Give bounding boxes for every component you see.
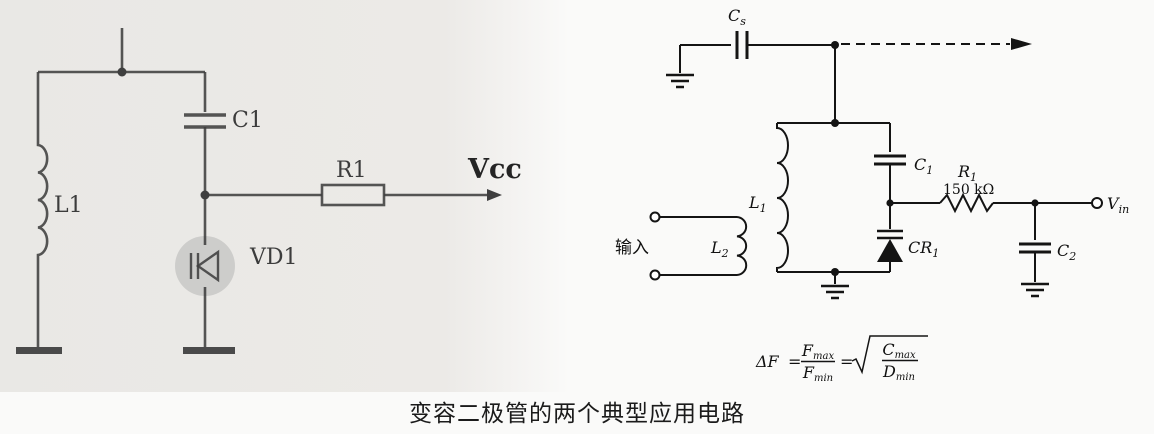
label-r1: R1: [336, 158, 367, 183]
label-r1-value: 150 kΩ: [943, 182, 994, 198]
formula-lhs: ΔF: [755, 352, 780, 371]
ground-right: [1021, 282, 1049, 298]
formula-eq2: =: [840, 352, 853, 371]
right-circuit: [649, 31, 1103, 375]
label-cr1: CR1: [908, 238, 939, 260]
ground-bottom: [821, 284, 849, 300]
vin-terminal: [1091, 197, 1103, 209]
formula-den2: Dmin: [882, 362, 915, 383]
inductor-l1: [36, 72, 49, 347]
label-l1: L1: [748, 193, 767, 215]
capacitor-c1: [874, 154, 906, 166]
label-c1: C1: [914, 155, 933, 177]
vd1-highlight-blob: [175, 236, 235, 296]
label-c2: C2: [1057, 241, 1076, 263]
formula-num2: Cmax: [882, 340, 916, 361]
formula-den1: Fmin: [802, 363, 833, 384]
ground-bar-center: [183, 347, 235, 354]
formula-num1: Fmax: [801, 341, 835, 362]
vcc-arrowhead: [487, 189, 502, 201]
inductor-l2: [736, 216, 748, 276]
input-terminal-top: [649, 211, 661, 223]
dashed-arrowhead: [1011, 38, 1032, 50]
input-terminal-bottom: [649, 269, 661, 281]
label-cs: Cs: [728, 6, 746, 28]
ground-bar-left: [16, 347, 62, 354]
label-vd1: VD1: [249, 245, 298, 270]
junction-dot: [117, 67, 127, 77]
cr1-triangle: [877, 239, 903, 262]
label-l1: L1: [54, 193, 83, 218]
vd1-triangle: [195, 249, 220, 283]
label-l2: L2: [710, 238, 729, 260]
formula-eq1: =: [788, 352, 801, 371]
label-r1: R1: [957, 162, 977, 184]
label-vcc: Vcc: [467, 154, 522, 185]
figure-caption: 变容二极管的两个典型应用电路: [409, 400, 745, 426]
radical-sign: [851, 335, 928, 375]
resistor-r1: [939, 192, 994, 214]
inductor-l1: [776, 123, 789, 272]
ground-top-left: [666, 73, 694, 89]
cr1-cathode-bars: [877, 229, 903, 240]
label-c1: C1: [232, 108, 263, 133]
left-circuit: [16, 28, 502, 354]
capacitor-cs: [735, 31, 749, 59]
circuit-diagrams: L1 C1 R1 Vcc VD1: [0, 0, 1129, 392]
label-vin: Vin: [1107, 194, 1129, 216]
label-input: 输入: [615, 238, 649, 257]
capacitor-c2: [1019, 242, 1051, 254]
